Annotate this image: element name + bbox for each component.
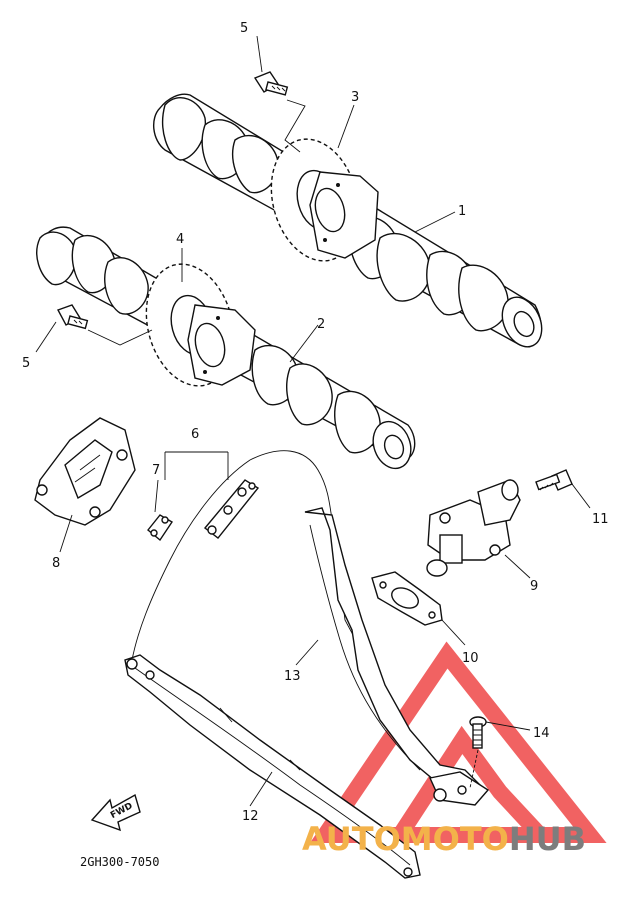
bolt-14-leader bbox=[485, 721, 531, 731]
chain-guide-top bbox=[34, 417, 136, 526]
callout-13: 13 bbox=[284, 669, 301, 684]
chain-guide-lower bbox=[124, 654, 421, 879]
bolt-upper-leader bbox=[284, 99, 306, 153]
forward-direction-arrow: FWD bbox=[90, 793, 141, 832]
callout-8: 8 bbox=[52, 556, 60, 571]
tensioner-gasket bbox=[371, 571, 443, 626]
callout-12: 12 bbox=[242, 809, 259, 824]
callout-9: 9 bbox=[530, 579, 538, 594]
bolt-11-leader bbox=[571, 483, 591, 509]
chain-joint-link bbox=[203, 479, 260, 539]
callout-2: 2 bbox=[317, 317, 325, 332]
guide-bolt bbox=[469, 716, 487, 749]
callout-1: 1 bbox=[458, 204, 466, 219]
callout-10: 10 bbox=[462, 651, 479, 666]
bolt-14-drop bbox=[469, 749, 479, 789]
exhaust-cam-sprocket bbox=[270, 138, 379, 262]
watermark-triangle bbox=[309, 641, 607, 843]
chain-clip-plate bbox=[147, 514, 173, 542]
callout-5-upper: 5 bbox=[240, 21, 248, 36]
bolt-lower-leader bbox=[87, 329, 153, 346]
chain-tensioner-guide bbox=[304, 507, 490, 806]
callout-5-lower: 5 bbox=[22, 356, 30, 371]
callout-11: 11 bbox=[592, 512, 609, 527]
callout-14: 14 bbox=[533, 726, 550, 741]
watermark-text-auto: AUTOMOTOHUB bbox=[302, 820, 586, 858]
leader-lines bbox=[35, 35, 531, 807]
callout-3: 3 bbox=[351, 90, 359, 105]
callout-4: 4 bbox=[176, 232, 184, 247]
gasket-leader bbox=[441, 619, 466, 646]
callout-7: 7 bbox=[152, 463, 160, 478]
chain-tensioner bbox=[426, 479, 521, 577]
intake-cam-sprocket bbox=[145, 263, 256, 387]
part-diagram-code: 2GH300-7050 bbox=[80, 855, 159, 869]
callout-6: 6 bbox=[191, 427, 199, 442]
sprocket-bolt-lower bbox=[57, 304, 89, 330]
tensioner-bolt bbox=[535, 469, 573, 491]
sprocket-bolt-upper bbox=[253, 71, 289, 96]
watermark-logo: AUTOMOTOHUB bbox=[302, 820, 586, 858]
